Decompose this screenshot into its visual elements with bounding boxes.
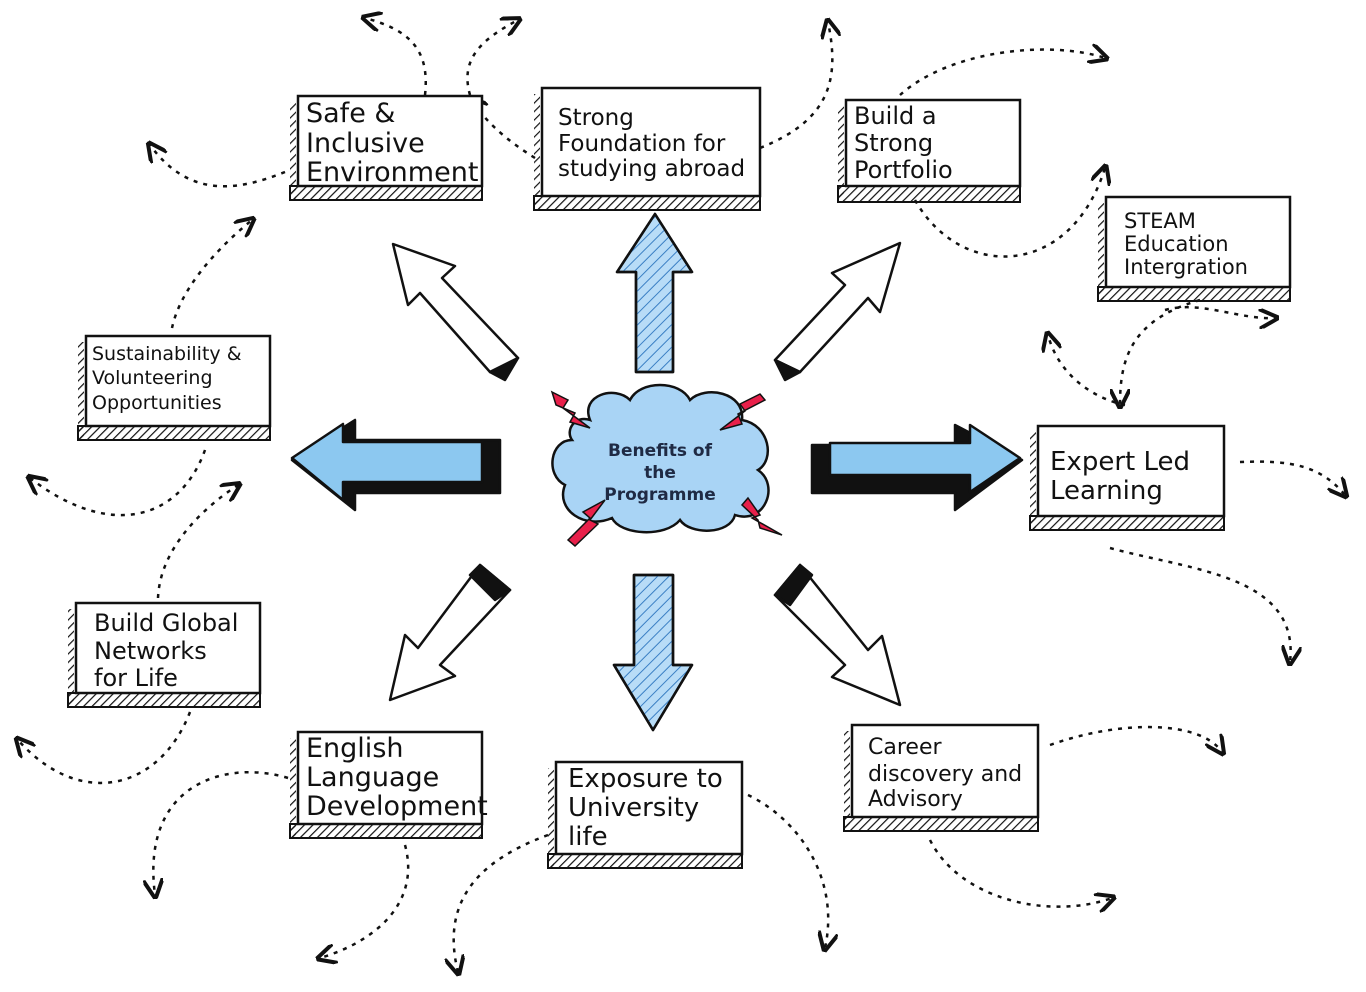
- node-english-language-development: English Language Development: [289, 730, 488, 839]
- node-label-line: Opportunities: [92, 392, 222, 414]
- node-label-line: Inclusive: [306, 128, 425, 159]
- svg-text:Exposure to University: Exposure to University life: [568, 764, 731, 852]
- node-label-line: Networks: [94, 637, 207, 665]
- node-label-line: Volunteering: [92, 367, 213, 389]
- arrow-up: [615, 212, 694, 374]
- node-label-line: Portfolio: [854, 156, 953, 184]
- center-label-line: the: [644, 463, 676, 483]
- node-label-line: for Life: [94, 664, 178, 692]
- connector-global-1: [156, 485, 238, 599]
- connector-safe-3: [150, 145, 286, 188]
- node-label-line: Language: [306, 762, 439, 793]
- node-label-line: Development: [306, 791, 488, 822]
- svg-text:Benefits of the Pr: Benefits of the Programme: [604, 441, 718, 505]
- node-label-line: life: [568, 822, 608, 852]
- radial-arrows: [290, 212, 1024, 732]
- connector-english-1: [153, 771, 289, 895]
- node-label-line: Learning: [1050, 476, 1163, 506]
- connector-expert-3: [1109, 546, 1291, 662]
- node-label-line: Sustainability &: [92, 343, 242, 365]
- node-sustainability-volunteering: Sustainability & Volunteering Opportunit…: [77, 334, 272, 441]
- node-label-line: Expert Led: [1050, 447, 1190, 477]
- center-label-line: Programme: [604, 485, 716, 505]
- svg-text:STEAM Education In: STEAM Education Intergration: [1124, 209, 1248, 279]
- node-label-line: English: [306, 733, 404, 764]
- svg-text:Build Global Networks: Build Global Networks for Life: [94, 609, 246, 692]
- node-label-line: STEAM: [1124, 209, 1196, 233]
- center-label-line: Benefits of: [608, 441, 713, 461]
- node-label-line: Intergration: [1124, 255, 1248, 279]
- cloud-shape: [551, 383, 770, 534]
- svg-text:Safe & Inclusive E: Safe & Inclusive Environment: [306, 98, 478, 188]
- arrow-right: [810, 423, 1024, 512]
- spark-icon: [719, 393, 767, 431]
- svg-text:Strong Foundation for: Strong Foundation for studying abroad: [558, 105, 745, 182]
- connector-career-2: [928, 839, 1112, 907]
- connector-english-2: [320, 844, 410, 958]
- arrow-down-right: [773, 563, 902, 707]
- node-steam-education-intergration: STEAM Education Intergration: [1097, 195, 1292, 302]
- arrow-left: [290, 418, 502, 512]
- connector-global-2: [18, 711, 192, 785]
- node-label-line: Safe &: [306, 98, 395, 129]
- svg-text:Expert Led Learning: Expert Led Learning: [1050, 447, 1198, 506]
- connector-career-1: [1049, 725, 1222, 752]
- arrow-down-left: [388, 563, 512, 702]
- spark-icon: [740, 496, 783, 536]
- connector-sustain-1: [170, 220, 252, 329]
- node-label-line: Build Global: [94, 609, 238, 637]
- connector-foundation-2: [759, 22, 832, 150]
- node-expert-led-learning: Expert Led Learning: [1029, 424, 1226, 531]
- svg-text:English Language D: English Language Development: [306, 733, 488, 822]
- arrow-up-left: [391, 242, 520, 382]
- node-exposure-university-life: Exposure to University life: [547, 760, 744, 869]
- node-label-line: Strong: [854, 129, 933, 157]
- node-label-line: Career: [868, 735, 942, 760]
- node-career-discovery-advisory: Career discovery and Advisory: [843, 723, 1040, 832]
- center-cloud: Benefits of the Programme: [550, 383, 783, 548]
- connector-safe-2: [466, 20, 518, 96]
- connector-exposure-2: [747, 793, 828, 948]
- node-label-line: Exposure to: [568, 764, 723, 794]
- connector-expert-2: [1239, 460, 1345, 495]
- connector-exposure-1: [454, 833, 549, 972]
- node-label-line: Education: [1124, 232, 1229, 256]
- spark-icon: [566, 499, 606, 548]
- connector-safe-1: [365, 18, 427, 96]
- dotted-connectors: [18, 18, 1345, 972]
- arrow-down: [612, 573, 694, 732]
- node-safe-inclusive-environment: Safe & Inclusive Environment: [289, 94, 484, 201]
- node-build-global-networks: Build Global Networks for Life: [67, 601, 262, 708]
- arrow-up-right: [773, 241, 902, 382]
- node-label-line: Environment: [306, 157, 478, 188]
- svg-text:Build a Strong Por: Build a Strong Portfolio: [854, 102, 953, 184]
- spark-icon: [550, 390, 591, 429]
- node-label-line: Build a: [854, 102, 937, 130]
- node-label-line: discovery and: [868, 762, 1022, 787]
- node-label-line: Foundation for: [558, 131, 726, 157]
- svg-text:Career discovery and: Career discovery and Advisory: [868, 735, 1029, 812]
- connector-portfolio-1: [899, 50, 1105, 96]
- node-label-line: studying abroad: [558, 156, 745, 182]
- node-strong-foundation-studying-abroad: Strong Foundation for studying abroad: [533, 86, 762, 211]
- connector-steam-2: [1164, 305, 1275, 318]
- connector-expert-1: [1048, 335, 1126, 407]
- connector-portfolio-2: [913, 168, 1105, 258]
- connector-steam-1: [1120, 298, 1201, 405]
- node-label-line: University: [568, 793, 699, 823]
- connector-sustain-2: [30, 449, 207, 517]
- node-build-strong-portfolio: Build a Strong Portfolio: [837, 98, 1022, 203]
- node-label-line: Advisory: [868, 787, 963, 812]
- node-label-line: Strong: [558, 105, 634, 131]
- svg-text:Sustainability & Volunte: Sustainability & Volunteering Opportunit…: [92, 343, 248, 414]
